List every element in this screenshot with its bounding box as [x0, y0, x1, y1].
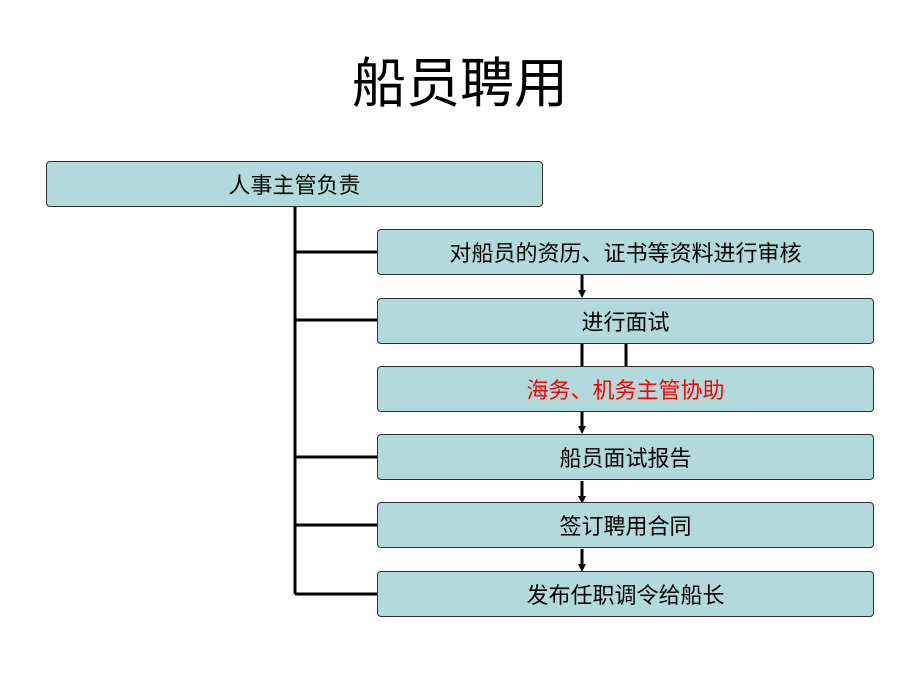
box-appoint: 发布任职调令给船长	[377, 571, 874, 617]
page-title: 船员聘用	[352, 52, 568, 115]
box-head: 人事主管负责	[46, 161, 543, 207]
box-interview: 进行面试	[377, 298, 874, 344]
box-report: 船员面试报告	[377, 434, 874, 480]
box-assist: 海务、机务主管协助	[377, 366, 874, 412]
box-contract: 签订聘用合同	[377, 502, 874, 548]
box-review: 对船员的资历、证书等资料进行审核	[377, 229, 874, 275]
